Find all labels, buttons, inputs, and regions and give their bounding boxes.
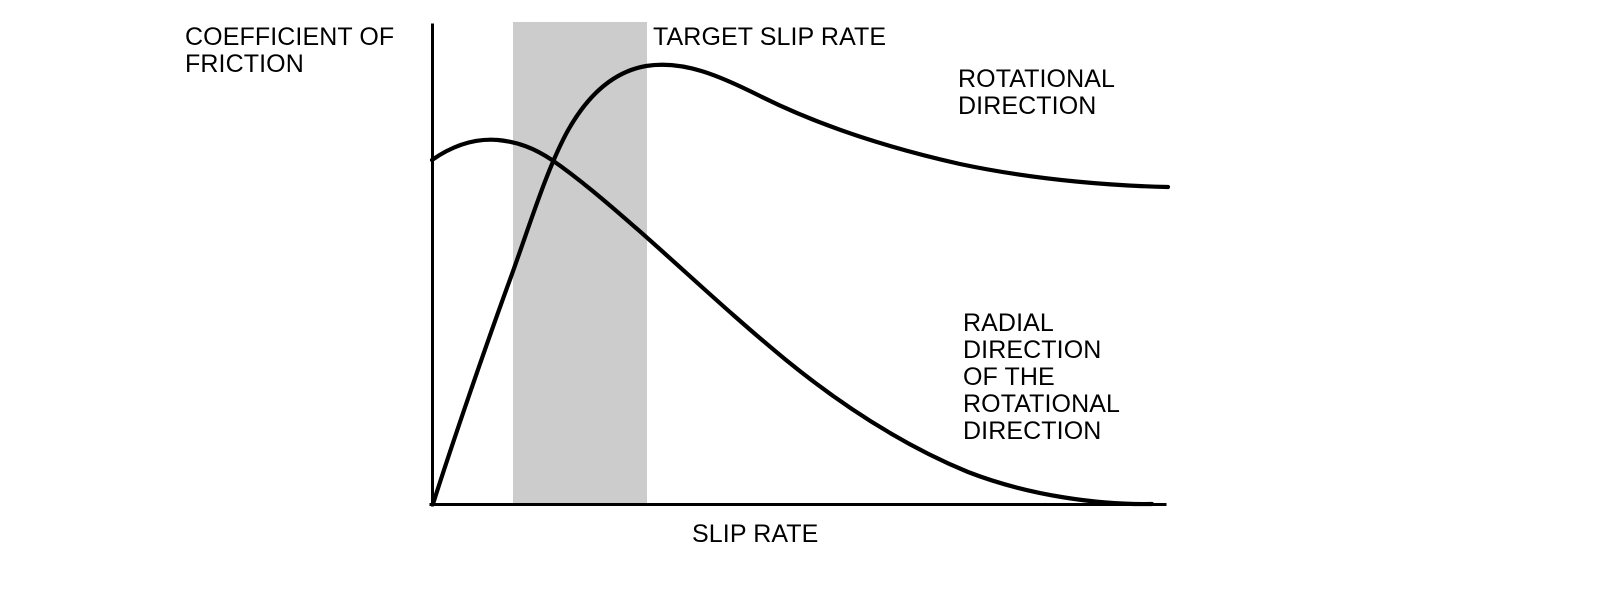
x-axis-title: SLIP RATE — [692, 520, 819, 548]
rotational-direction-curve — [430, 62, 1171, 507]
radial-direction-label: RADIAL DIRECTION OF THE ROTATIONAL DIREC… — [963, 309, 1121, 445]
rotational-direction-label: ROTATIONAL DIRECTION — [958, 65, 1116, 120]
target-slip-rate-label: TARGET SLIP RATE — [653, 23, 887, 51]
target-slip-rate-band — [513, 22, 647, 504]
radial-direction-curve — [429, 137, 1155, 507]
y-axis-title: COEFFICIENT OF FRICTION — [185, 23, 395, 78]
